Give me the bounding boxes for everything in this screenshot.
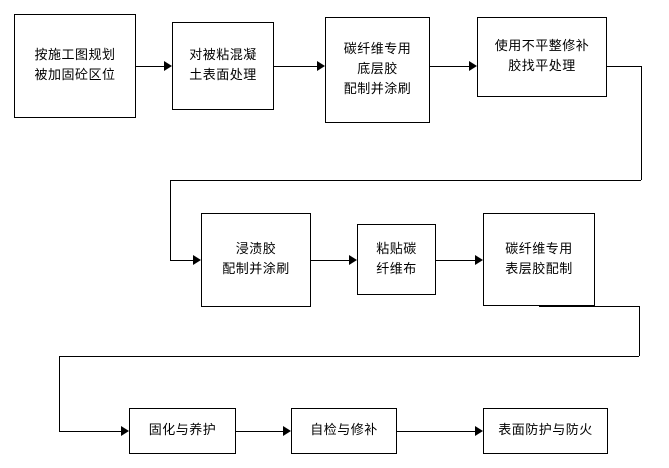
flow-node-6[interactable]: 粘贴碳 纤维布 <box>357 224 436 295</box>
connector-4-5-segment-in <box>170 260 193 261</box>
flow-node-9[interactable]: 自检与修补 <box>291 408 397 454</box>
connector-1-2-arrow <box>164 61 172 71</box>
flow-node-10[interactable]: 表面防护与防火 <box>483 408 608 454</box>
connector-6-7-arrow <box>475 255 483 265</box>
connector-1-2-line <box>136 66 164 67</box>
connector-6-7-line <box>436 260 475 261</box>
flow-node-4-line-1: 使用不平整修补 <box>494 39 590 54</box>
connector-4-5-segment-left <box>170 180 171 260</box>
connector-4-5-segment-top <box>607 66 641 67</box>
connector-3-4-arrow <box>469 61 477 71</box>
flow-node-3-line-1: 碳纤维专用 <box>343 42 412 57</box>
flow-node-2[interactable]: 对被粘混凝 土表面处理 <box>172 22 274 110</box>
connector-7-8-segment-top <box>539 306 639 307</box>
flow-node-1-line-1: 按施工图规划 <box>34 48 116 63</box>
connector-8-9-arrow <box>283 426 291 436</box>
flow-node-8[interactable]: 固化与养护 <box>129 408 236 454</box>
connector-7-8-segment-mid <box>59 356 639 357</box>
connector-4-5-segment-mid <box>170 180 641 181</box>
flow-node-6-line-2: 纤维布 <box>376 261 417 277</box>
flow-node-4[interactable]: 使用不平整修补 胶找平处理 <box>477 17 607 97</box>
connector-3-4-line <box>430 66 469 67</box>
flow-node-1[interactable]: 按施工图规划 被加固砼区位 <box>14 14 136 118</box>
connector-2-3-line <box>274 66 317 67</box>
connector-4-5-arrow <box>193 255 201 265</box>
flow-node-10-line-1: 表面防护与防火 <box>498 423 593 438</box>
connector-4-5-segment-right <box>641 66 642 180</box>
flow-node-1-line-2: 被加固砼区位 <box>34 68 116 83</box>
connector-8-9-line <box>236 431 283 432</box>
connector-7-8-segment-left <box>59 356 60 431</box>
flow-node-7-line-2: 表层胶配制 <box>505 261 573 277</box>
flow-node-5[interactable]: 浸渍胶 配制并涂刷 <box>201 213 311 307</box>
connector-7-8-segment-in <box>59 431 121 432</box>
flow-node-2-line-1: 对被粘混凝 <box>189 48 257 63</box>
connector-7-8-segment-down <box>639 306 640 356</box>
flow-node-9-line-1: 自检与修补 <box>310 423 378 438</box>
flow-node-6-line-1: 粘贴碳 <box>376 241 417 257</box>
connector-9-10-arrow <box>475 426 483 436</box>
flow-node-2-line-2: 土表面处理 <box>189 68 257 83</box>
connector-5-6-line <box>311 260 349 261</box>
flow-node-7[interactable]: 碳纤维专用 表层胶配制 <box>483 213 595 306</box>
flow-node-5-line-2: 配制并涂刷 <box>222 262 290 277</box>
flow-node-3-line-2: 底层胶 <box>357 62 398 77</box>
connector-7-8-arrow <box>121 426 129 436</box>
connector-5-6-arrow <box>349 255 357 265</box>
flow-node-8-line-1: 固化与养护 <box>148 423 217 438</box>
flow-node-5-line-1: 浸渍胶 <box>235 242 277 257</box>
flow-node-3-line-3: 配制并涂刷 <box>343 82 412 97</box>
connector-9-10-line <box>397 431 475 432</box>
flow-node-4-line-2: 胶找平处理 <box>508 59 576 74</box>
connector-2-3-arrow <box>317 61 325 71</box>
flow-node-3[interactable]: 碳纤维专用 底层胶 配制并涂刷 <box>325 17 430 123</box>
flow-node-7-line-1: 碳纤维专用 <box>505 241 573 257</box>
